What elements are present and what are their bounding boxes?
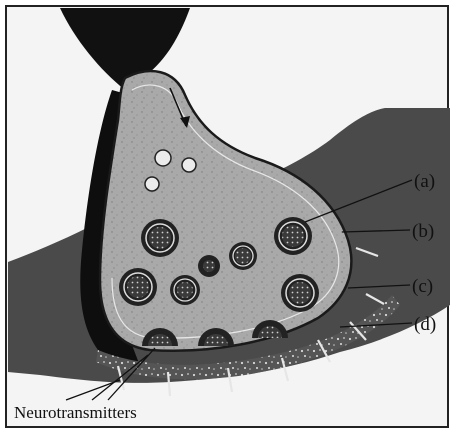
label-c: (c)	[412, 276, 433, 297]
vesicle	[229, 242, 257, 270]
vesicle	[170, 275, 200, 305]
vesicle	[274, 217, 312, 255]
label-a: (a)	[414, 171, 435, 192]
label-b: (b)	[412, 221, 434, 242]
vesicle	[119, 268, 157, 306]
vesicle	[141, 219, 179, 257]
vesicle	[198, 255, 220, 277]
vesicle	[281, 274, 319, 312]
neurotransmitters-caption: Neurotransmitters	[14, 403, 137, 422]
label-d: (d)	[414, 314, 436, 335]
